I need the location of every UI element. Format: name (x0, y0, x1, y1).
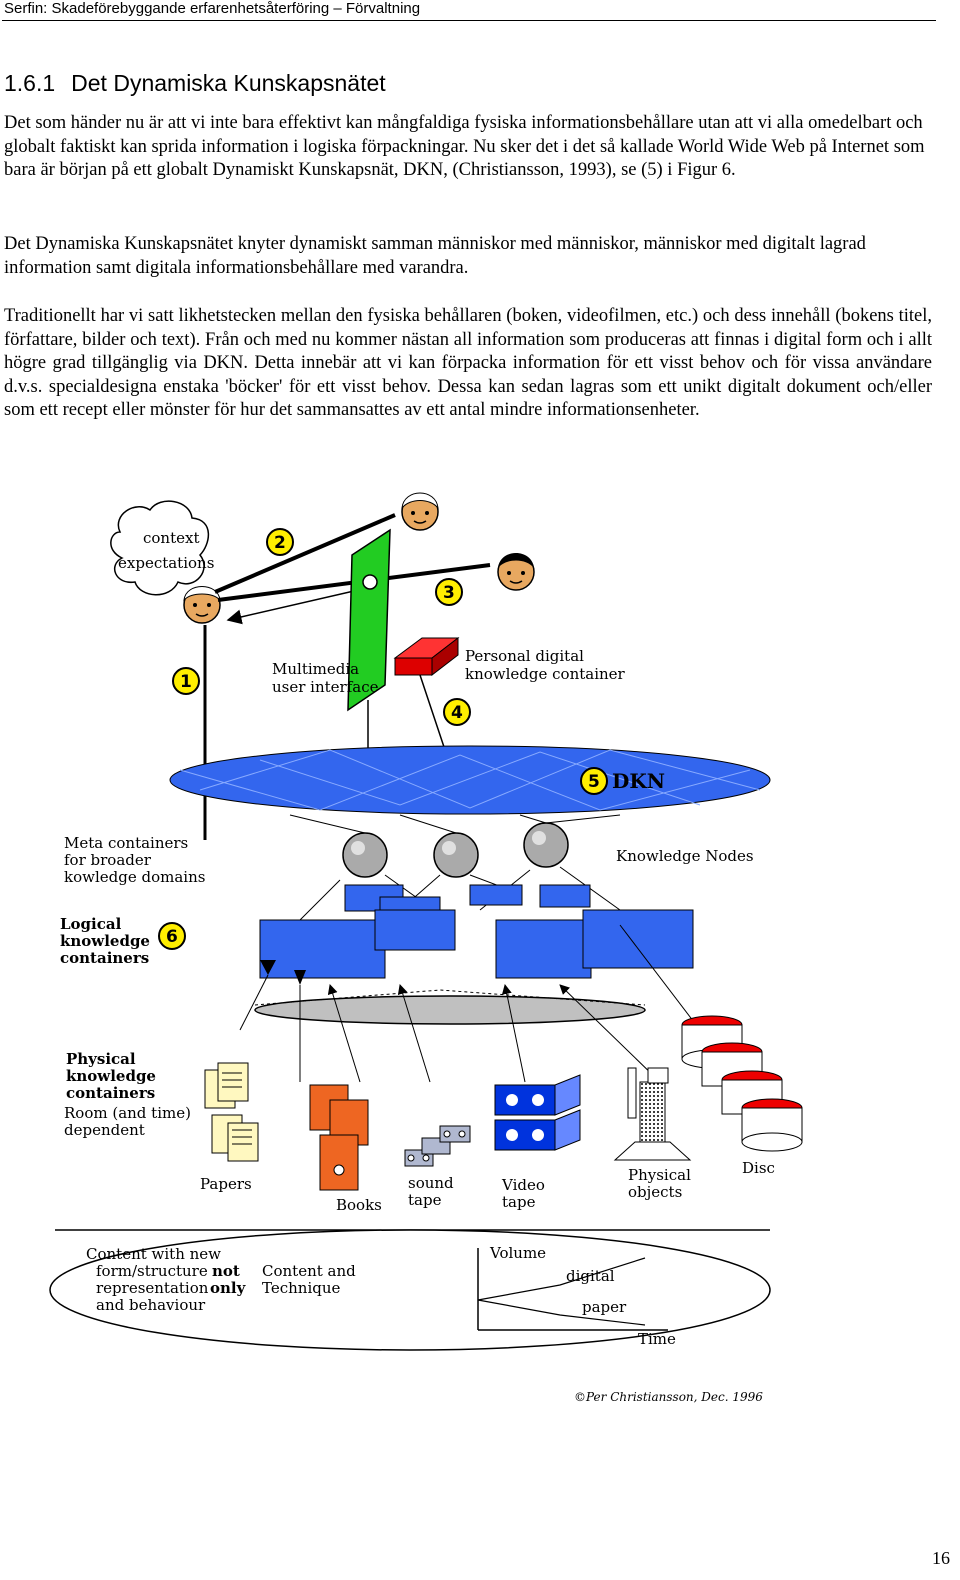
content-label-3: representation (96, 1279, 209, 1297)
personal-container-label-2: knowledge container (465, 665, 626, 683)
paragraph-3: Traditionellt har vi satt likhetstecken … (4, 306, 932, 420)
not-label: not (212, 1262, 240, 1280)
video-tape-icon (494, 1074, 581, 1151)
content-label-1: Content with new (86, 1245, 221, 1263)
disc-label: Disc (742, 1159, 775, 1177)
cloud-expectations-label: expectations (118, 554, 214, 572)
video-tape-label-1: Video (501, 1176, 545, 1194)
physical-objects-label-2: objects (628, 1183, 682, 1201)
papers-label: Papers (200, 1175, 252, 1193)
disc-stack-icon (681, 1015, 803, 1152)
books-label: Books (336, 1196, 382, 1214)
sound-tape-label-1: sound (408, 1174, 454, 1192)
figure-6-dkn-diagram: context expectations (0, 470, 960, 1420)
content-technique-ellipse (49, 1229, 771, 1351)
logical-label-1: Logical (60, 915, 122, 933)
storage-platter (254, 995, 646, 1025)
sound-tape-icon (404, 1125, 471, 1167)
person-face-icon (401, 492, 439, 531)
badge-4: 4 (443, 698, 471, 726)
room-label-1: Room (and time) (64, 1104, 191, 1122)
only-label: only (210, 1279, 247, 1297)
section-title: Det Dynamiska Kunskapsnätet (71, 70, 386, 96)
multimedia-label-2: user interface (272, 678, 379, 696)
knowledge-node-icon (433, 832, 479, 878)
physical-label-3: containers (66, 1084, 155, 1102)
papers-icon (204, 1062, 259, 1162)
knowledge-nodes-label: Knowledge Nodes (616, 847, 754, 865)
physical-label-2: knowledge (66, 1067, 156, 1085)
digital-label: digital (566, 1267, 615, 1285)
meta-label-3: kowledge domains (64, 868, 205, 886)
running-header: Serfin: Skadeförebyggande erfarenhetsåte… (4, 0, 421, 17)
paragraph-2: Det Dynamiska Kunskapsnätet knyter dynam… (4, 234, 866, 278)
physical-objects-icon (613, 1067, 692, 1161)
person-face-icon (183, 586, 221, 624)
badge-5: 5 (580, 767, 608, 795)
svg-text:3: 3 (443, 583, 455, 603)
badge-3: 3 (435, 578, 463, 606)
meta-label-1: Meta containers (64, 834, 188, 852)
volume-label: Volume (489, 1244, 546, 1262)
room-label-2: dependent (64, 1121, 145, 1139)
logical-label-2: knowledge (60, 932, 150, 950)
personal-container-label-1: Personal digital (465, 647, 584, 665)
section-number: 1.6.1 (4, 70, 56, 96)
multimedia-label-1: Multimedia (272, 660, 359, 678)
dkn-label: DKN (612, 769, 665, 793)
paper-label: paper (582, 1298, 627, 1316)
header-rule (2, 20, 936, 21)
svg-text:1: 1 (180, 672, 192, 692)
svg-text:2: 2 (274, 533, 286, 553)
technique-label-2: Technique (262, 1279, 340, 1297)
video-tape-label-2: tape (502, 1193, 536, 1211)
multimedia-interface-panel (347, 528, 391, 712)
badge-1: 1 (172, 667, 200, 695)
sound-tape-label-2: tape (408, 1191, 442, 1209)
figure-credit: ©Per Christiansson, Dec. 1996 (574, 1390, 763, 1404)
content-label-2: form/structure (96, 1262, 208, 1280)
section-heading: 1.6.1 Det Dynamiska Kunskapsnätet (4, 70, 386, 97)
svg-text:5: 5 (588, 772, 600, 792)
page-number: 16 (932, 1548, 950, 1568)
svg-text:4: 4 (451, 703, 463, 723)
meta-label-2: for broader (64, 851, 152, 869)
svg-text:6: 6 (166, 927, 178, 947)
badge-2: 2 (266, 528, 294, 556)
knowledge-node-icon (523, 822, 569, 868)
knowledge-node-icon (342, 832, 388, 878)
cloud-context-label: context (143, 529, 199, 547)
physical-objects-label-1: Physical (628, 1166, 691, 1184)
physical-label-1: Physical (66, 1050, 136, 1068)
dkn-diagram-svg: context expectations (49, 492, 803, 1404)
dkn-network-ellipse (169, 745, 771, 815)
logical-label-3: containers (60, 949, 149, 967)
technique-label-1: Content and (262, 1262, 356, 1280)
badge-6: 6 (158, 922, 186, 950)
paragraph-1: Det som händer nu är att vi inte bara ef… (4, 113, 925, 180)
context-cloud (110, 500, 210, 596)
person-face-icon (497, 553, 535, 591)
books-icon (309, 1084, 369, 1191)
content-label-4: and behaviour (96, 1296, 206, 1314)
time-label: Time (638, 1330, 676, 1348)
